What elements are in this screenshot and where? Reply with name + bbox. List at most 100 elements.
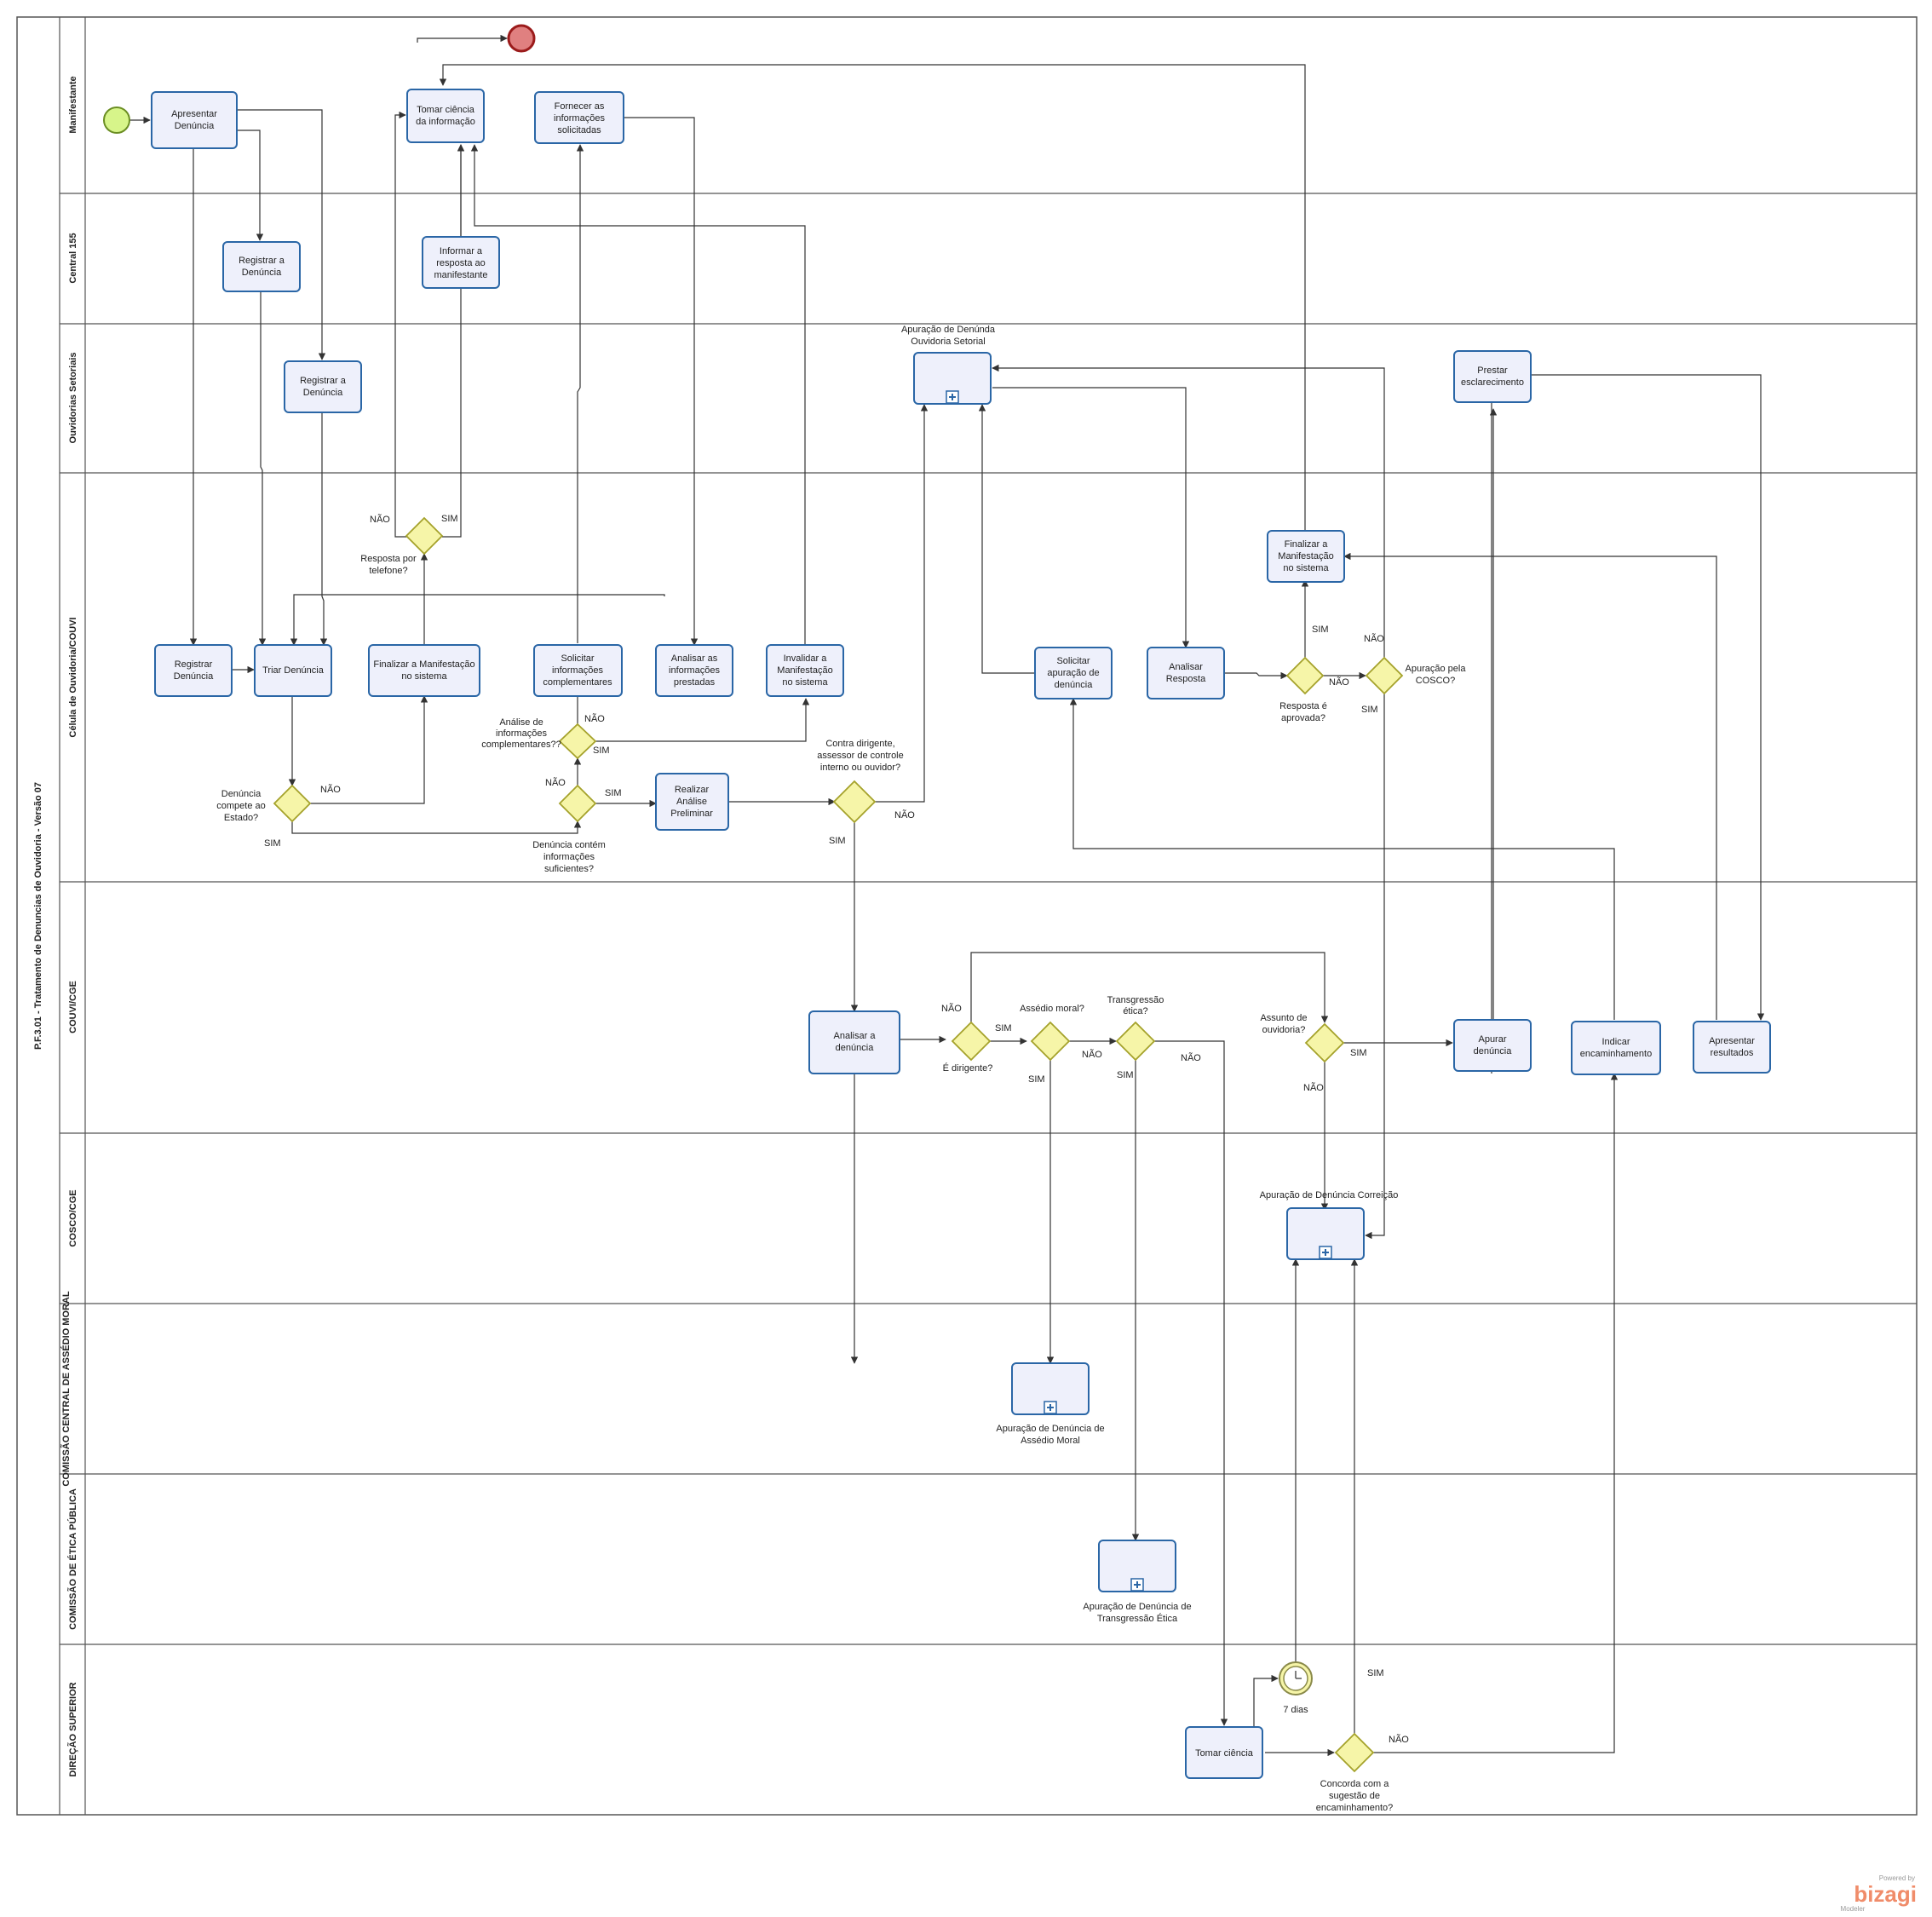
flow-label-nao: NÃO xyxy=(370,514,390,525)
timer-event[interactable]: 7 dias xyxy=(1279,1661,1313,1715)
flow-label-sim: SIM xyxy=(1028,1074,1045,1085)
sequence-flows xyxy=(129,34,1765,1757)
clock-icon xyxy=(1295,1671,1302,1679)
start-event[interactable] xyxy=(103,106,130,134)
flow-label-nao: NÃO xyxy=(1389,1734,1409,1745)
flow-label-nao: NÃO xyxy=(1303,1082,1324,1093)
flow xyxy=(236,109,326,360)
flow xyxy=(1343,552,1717,1020)
flow-label-sim: SIM xyxy=(593,746,610,756)
flow-label-nao: NÃO xyxy=(545,777,566,788)
flow xyxy=(1069,698,1615,1020)
svg-text:Triar Denúncia: Triar Denúncia xyxy=(262,665,325,676)
flow xyxy=(258,291,267,646)
expand-icon xyxy=(946,390,959,404)
flow-label-nao: NÃO xyxy=(1181,1052,1201,1063)
lane-title: Manifestante xyxy=(68,76,78,133)
flow xyxy=(595,698,810,742)
lane-title: Central 155 xyxy=(68,233,78,283)
logo-name: bizagi xyxy=(1854,1881,1917,1907)
flow xyxy=(992,364,1385,658)
flow xyxy=(1225,671,1288,680)
end-event[interactable] xyxy=(507,24,536,53)
timer-label: 7 dias xyxy=(1283,1705,1308,1715)
flow-label-nao: NÃO xyxy=(584,713,605,724)
flow-label-sim: SIM xyxy=(605,788,622,798)
gateway-e-dirigente[interactable]: É dirigente? xyxy=(943,1021,993,1074)
flow xyxy=(875,404,929,803)
flow-label-nao: NÃO xyxy=(1082,1049,1102,1060)
flow-label-sim: SIM xyxy=(1350,1048,1367,1058)
lane-title: Célula de Ouvidoria/COUVI xyxy=(68,617,78,737)
flow xyxy=(978,404,1035,674)
flow xyxy=(970,952,1329,1023)
gateway-assedio-moral[interactable]: Assédio moral? xyxy=(1020,1004,1084,1062)
svg-text:Assédio moral?: Assédio moral? xyxy=(1020,1004,1084,1014)
task-triar-denuncia[interactable]: Triar Denúncia xyxy=(254,644,332,697)
logo-powered: Powered by xyxy=(1879,1874,1915,1882)
svg-text:É dirigente?: É dirigente? xyxy=(943,1062,993,1074)
task-tomar-ciencia-direcao[interactable]: Tomar ciência xyxy=(1185,1726,1263,1779)
flow-label-sim: SIM xyxy=(1312,625,1329,635)
expand-icon xyxy=(1319,1246,1332,1259)
svg-text:Apuração de Denúncia Correição: Apuração de Denúncia Correição xyxy=(1260,1190,1399,1200)
subprocess-correicao[interactable]: Apuração de Denúncia Correição xyxy=(1260,1190,1399,1260)
flow-label-nao: NÃO xyxy=(1364,633,1384,644)
svg-text:Contra dirigente,assessor de c: Contra dirigente,assessor de controleint… xyxy=(817,739,904,773)
flow-label-sim: SIM xyxy=(441,514,458,524)
